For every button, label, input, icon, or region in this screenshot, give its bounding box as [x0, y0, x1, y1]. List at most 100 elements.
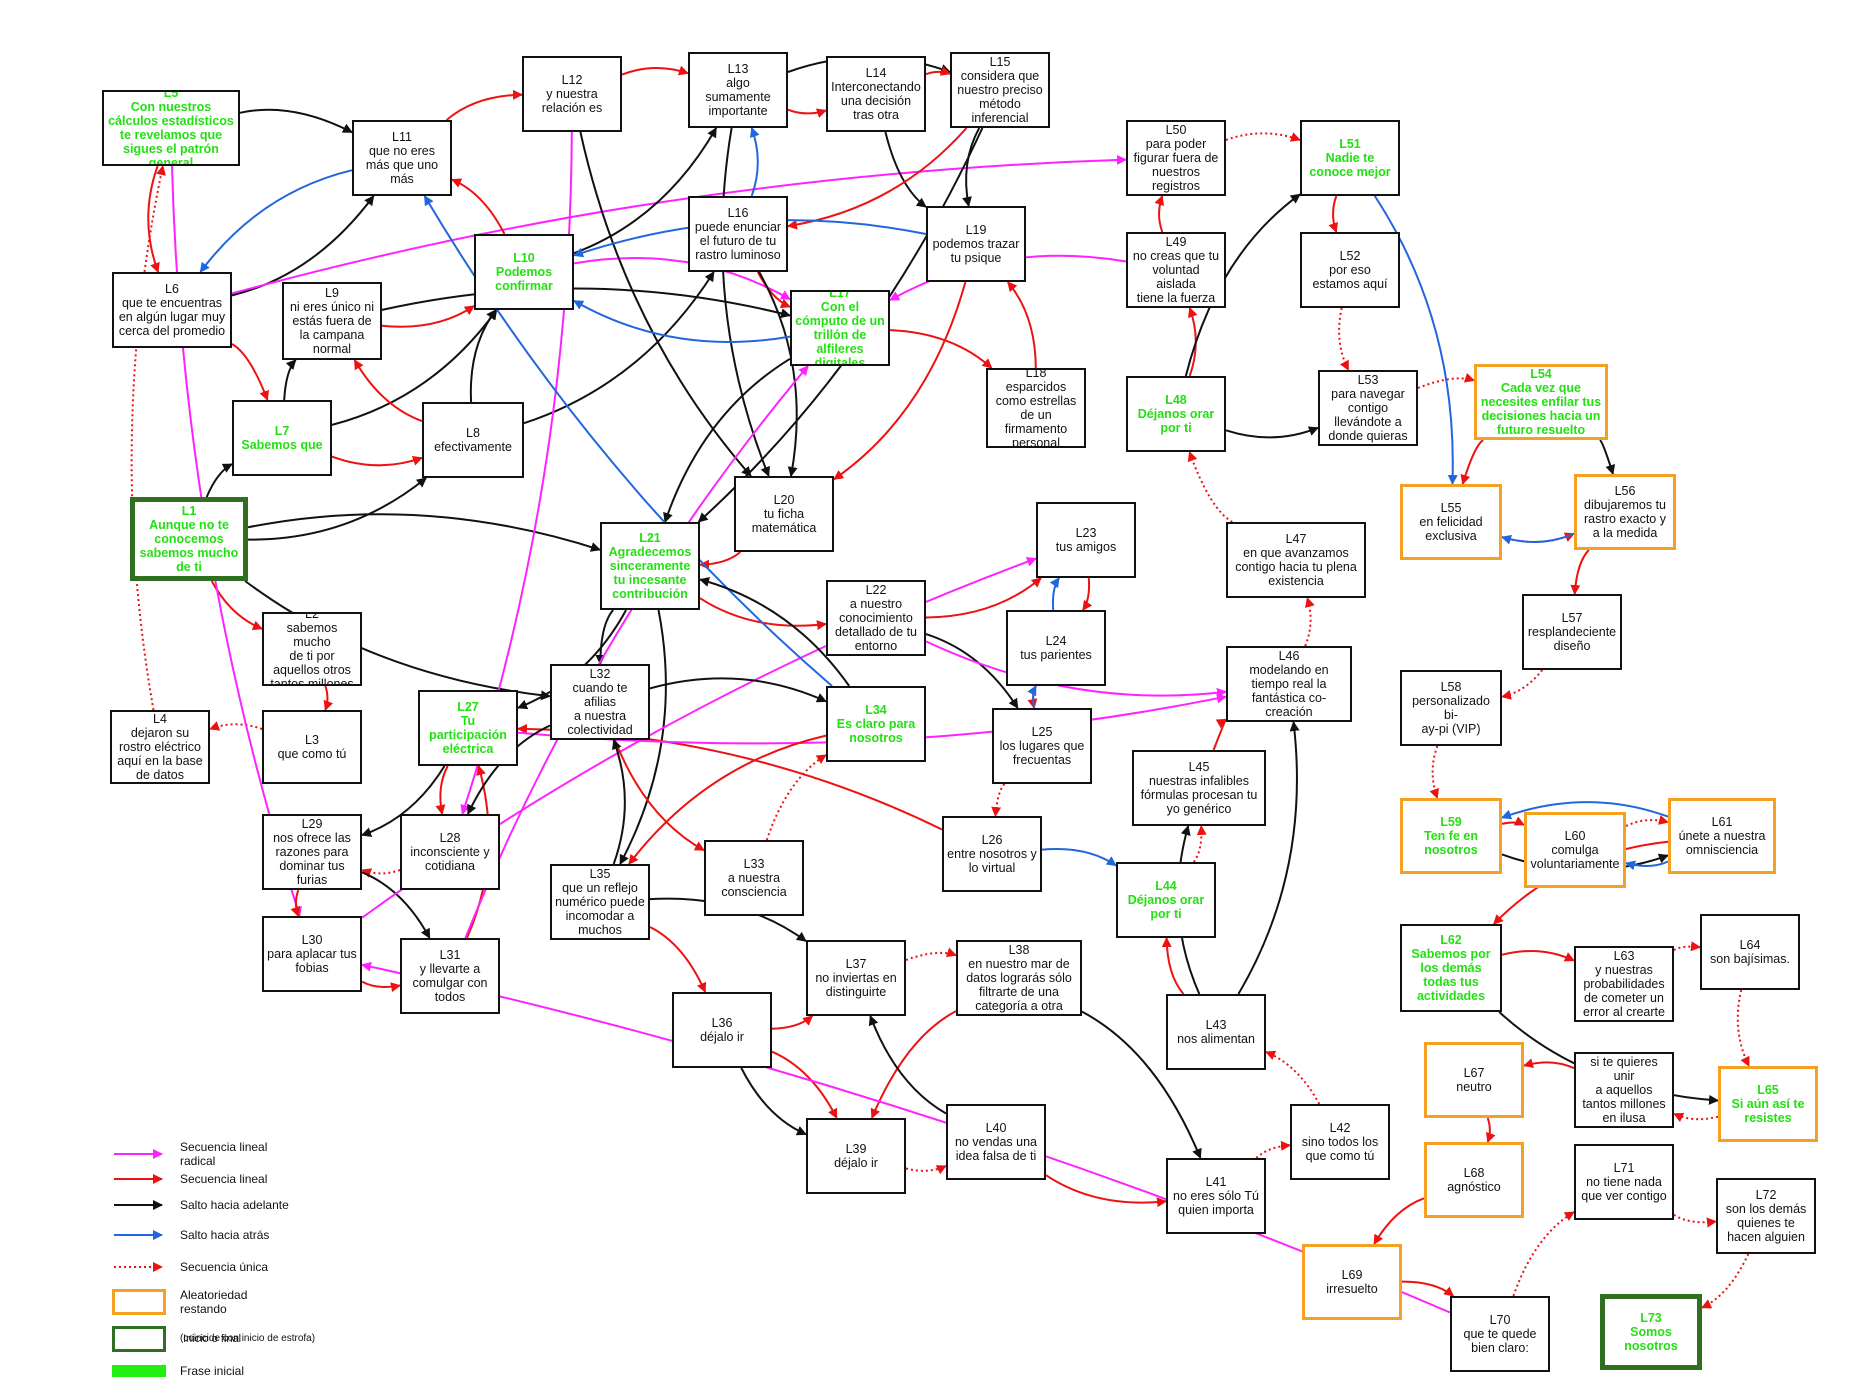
node-text: y llevarte a comulgar con todos: [412, 962, 488, 1004]
edge-l26-l44: [1041, 848, 1117, 867]
legend-radical-text: Secuencia lineal radical: [180, 1140, 268, 1168]
node-text: Déjanos orar por ti: [1137, 407, 1215, 435]
edge-l1-l8: [247, 477, 427, 541]
node-label: L25: [1031, 725, 1053, 739]
node-text: que te encuentras en algún lugar muy cer…: [118, 296, 226, 338]
node-label: L16: [727, 206, 749, 220]
edge-l61-l59: [1501, 801, 1669, 820]
node-label: L64: [1739, 938, 1761, 952]
edge-l58-l59: [1429, 745, 1439, 799]
edge-l50-l51: [1225, 132, 1301, 142]
edge-l48-l49: [1188, 307, 1198, 377]
node-label: L36: [711, 1016, 733, 1030]
node-text: no tiene nada que ver contigo: [1581, 1175, 1667, 1203]
node-label: L19: [965, 223, 987, 237]
edge-l45-l46: [1212, 718, 1227, 751]
edge-l27-l28: [435, 765, 449, 815]
node-text: cuando te afilias a nuestra colectividad: [567, 681, 633, 737]
node-text: para poder figurar fuera de nuestros reg…: [1133, 137, 1219, 193]
edge-l20-l21: [699, 551, 741, 570]
edge-l38-l41: [1081, 1010, 1202, 1159]
edge-l51-l55: [1373, 195, 1458, 485]
node-label: L27: [457, 700, 479, 714]
edge-l21-l32: [595, 609, 614, 665]
edge-l68-l69: [1373, 1197, 1425, 1245]
node-text: Sabemos que: [241, 438, 323, 452]
node-l66[interactable]: L66si te quieres unir a aquellos tantos …: [1574, 1052, 1674, 1128]
